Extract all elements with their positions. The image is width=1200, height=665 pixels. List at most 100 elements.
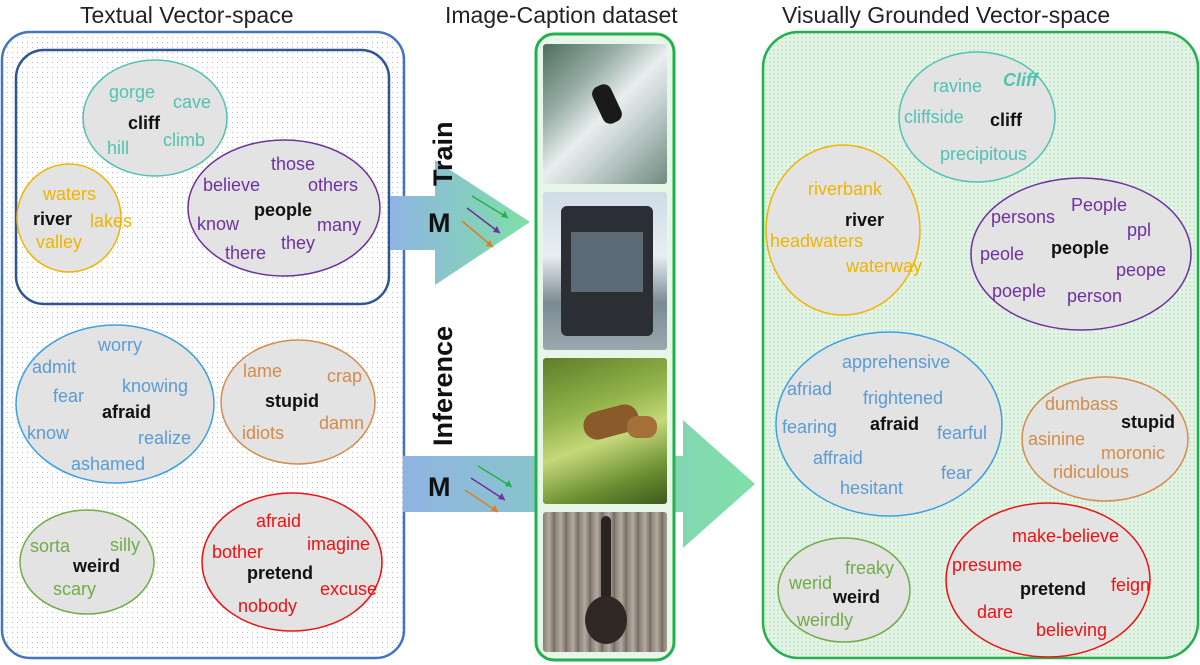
word-ashamed: ashamed: [71, 454, 146, 474]
spoon-photo: [543, 512, 667, 652]
word-fearing: fearing: [782, 417, 838, 437]
word-cliff: cliff: [128, 113, 161, 133]
grounded-afraid-cluster: [775, 331, 1003, 517]
word-know: know: [197, 214, 240, 234]
word-poeple: poeple: [992, 281, 1047, 301]
word-climb: climb: [163, 130, 206, 150]
word-moronic: moronic: [1101, 443, 1166, 463]
textual-subpanel: [14, 48, 391, 306]
word-cliffside: cliffside: [904, 107, 964, 127]
word-worry: worry: [98, 335, 142, 355]
word-lame: lame: [243, 361, 283, 381]
giraffe-head: [627, 416, 657, 438]
word-hill: hill: [107, 138, 130, 158]
train-label: Train: [428, 121, 458, 186]
train-model-lines: [461, 195, 509, 248]
word-they: they: [281, 233, 316, 253]
word-waters: waters: [43, 184, 97, 204]
inference-model-lines: [464, 465, 513, 513]
word-cliff-grounded: cliff: [990, 110, 1023, 130]
giraffe-photo: [543, 358, 667, 504]
word-valley: valley: [36, 232, 83, 252]
word-scary: scary: [53, 579, 97, 599]
train-arrow: [390, 160, 530, 285]
word-feign: feign: [1111, 575, 1151, 595]
spoon-bowl: [585, 596, 627, 644]
word-sorta: sorta: [30, 536, 71, 556]
dataset-title: Image-Caption dataset: [445, 2, 678, 28]
grounded-title: Visually Grounded Vector-space: [782, 2, 1111, 28]
word-peope: peope: [1116, 260, 1167, 280]
inference-label: Inference: [428, 325, 458, 446]
word-bother: bother: [212, 542, 264, 562]
surfer-figure: [589, 81, 625, 127]
word-person: person: [1067, 286, 1123, 306]
word-realize: realize: [138, 428, 192, 448]
word-fear-grounded: fear: [941, 463, 973, 483]
word-peole: peole: [980, 244, 1025, 264]
word-ravine: ravine: [933, 76, 983, 96]
word-cave: cave: [173, 92, 212, 112]
word-afraid: afraid: [102, 402, 152, 422]
word-afraid-grounded: afraid: [870, 414, 920, 434]
word-river-grounded: river: [845, 210, 885, 230]
word-idiots: idiots: [242, 423, 285, 443]
word-fearful: fearful: [937, 423, 988, 443]
word-gorge: gorge: [109, 82, 156, 102]
word-those: those: [271, 154, 316, 174]
bus-window: [571, 232, 643, 292]
word-pretend-grounded: pretend: [1020, 579, 1087, 599]
train-model-label: M: [428, 208, 451, 238]
word-believe: believe: [203, 175, 261, 195]
word-apprehensive: apprehensive: [842, 352, 951, 372]
word-Cliff: Cliff: [1003, 70, 1038, 90]
textual-pretend-cluster: [201, 492, 383, 632]
word-pretend: pretend: [247, 563, 314, 583]
word-dare: dare: [977, 602, 1014, 622]
word-others: others: [308, 175, 359, 195]
word-people: people: [254, 200, 313, 220]
grounded-people-cluster: [970, 177, 1192, 331]
word-weird: weird: [73, 556, 121, 576]
word-knowing: knowing: [122, 376, 189, 396]
word-affraid: affraid: [813, 448, 863, 468]
word-stupid: stupid: [265, 391, 319, 411]
word-ridiculous: ridiculous: [1053, 462, 1130, 482]
word-headwaters: headwaters: [770, 231, 864, 251]
word-lakes: lakes: [90, 211, 133, 231]
word-freaky: freaky: [845, 558, 895, 578]
word-riverbank: riverbank: [808, 179, 883, 199]
textual-stupid-cluster: [220, 339, 376, 465]
word-crap: crap: [327, 366, 363, 386]
surfer-photo: [543, 44, 667, 184]
word-fear: fear: [53, 386, 85, 406]
word-many: many: [317, 215, 362, 235]
word-admit: admit: [32, 357, 77, 377]
word-weird-grounded: weird: [833, 587, 881, 607]
bus-photo: [543, 192, 667, 350]
word-frightened: frightened: [863, 388, 944, 408]
word-afraid-pretend: afraid: [256, 511, 302, 531]
word-waterway: waterway: [846, 256, 923, 276]
word-damn: damn: [319, 413, 365, 433]
grounded-stupid-cluster: [1021, 376, 1189, 502]
grounded-cliff-cluster: [898, 51, 1056, 183]
word-river: river: [33, 209, 73, 229]
word-werid: werid: [789, 573, 833, 593]
textual-river-cluster: [16, 163, 122, 273]
word-excuse: excuse: [320, 579, 378, 599]
word-presume: presume: [952, 555, 1023, 575]
word-silly: silly: [110, 535, 140, 555]
inference-model-label: M: [428, 472, 451, 502]
word-people-grounded: people: [1051, 238, 1110, 258]
word-make-believe: make-believe: [1012, 526, 1120, 546]
textual-cliff-cluster: [82, 59, 228, 177]
word-weirdly: weirdly: [797, 610, 854, 630]
grounded-weird-cluster: [777, 537, 911, 643]
grounded-river-cluster: [765, 144, 921, 316]
word-stupid-grounded: stupid: [1121, 412, 1175, 432]
grounded-pretend-cluster: [945, 502, 1151, 658]
word-People: People: [1071, 195, 1128, 215]
word-dumbass: dumbass: [1045, 394, 1119, 414]
